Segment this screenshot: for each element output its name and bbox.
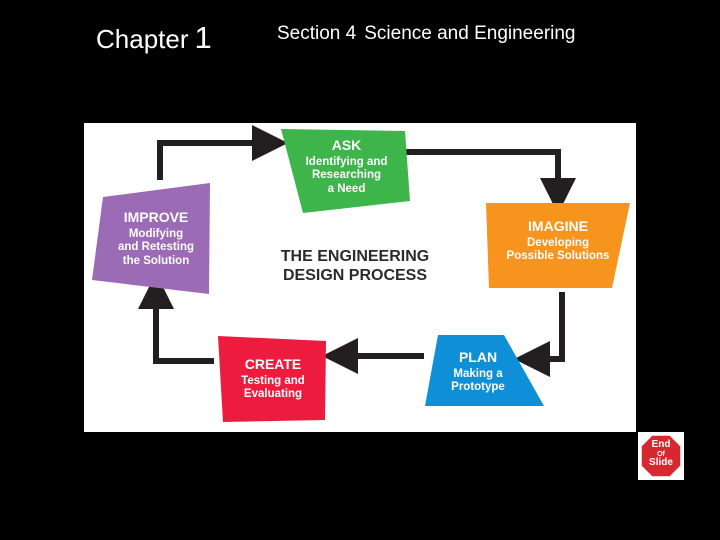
improve-desc-line3: the Solution xyxy=(122,254,190,267)
create-block xyxy=(218,336,326,422)
arrow-create-to-improve xyxy=(138,273,214,364)
end-of-slide-line1: End xyxy=(651,439,671,450)
diagram-title-line2: DESIGN PROCESS xyxy=(282,267,428,285)
create-title: CREATE xyxy=(244,356,302,372)
imagine-desc-line1: Developing xyxy=(527,237,589,250)
end-of-slide-label: End Of Slide xyxy=(638,439,684,468)
end-of-slide-line3: Slide xyxy=(649,456,673,468)
ask-desc-line1: Identifying and xyxy=(305,156,388,169)
plan-step: PLAN Making a Prototype xyxy=(434,349,522,395)
imagine-block xyxy=(486,203,630,288)
create-desc-line1: Testing and xyxy=(241,375,305,388)
end-of-slide-line2: Of xyxy=(657,450,665,458)
ask-desc-line2: Researching xyxy=(311,169,382,182)
ask-step: ASK Identifying and Researching a Need xyxy=(289,137,404,196)
create-desc-line2: Evaluating xyxy=(243,388,303,401)
create-step: CREATE Testing and Evaluating xyxy=(224,356,322,402)
section-heading: Section 4 Science and Engineering xyxy=(277,23,576,45)
imagine-step: IMAGINE Developing Possible Solutions xyxy=(492,218,624,264)
diagram-graphic xyxy=(92,125,630,422)
end-of-slide-button[interactable]: End Of Slide xyxy=(638,432,684,480)
plan-desc-line2: Prototype xyxy=(451,381,505,394)
chapter-label: Chapter xyxy=(96,24,189,54)
plan-title: PLAN xyxy=(458,349,498,365)
stop-sign-icon xyxy=(640,434,682,478)
arrow-imagine-to-plan xyxy=(514,292,565,377)
diagram-title: THE ENGINEERING DESIGN PROCESS xyxy=(262,247,448,285)
arrow-ask-to-imagine xyxy=(404,149,576,214)
imagine-title: IMAGINE xyxy=(528,218,588,234)
arrow-improve-to-ask xyxy=(157,125,288,180)
engineering-design-process-diagram: ASK Identifying and Researching a Need I… xyxy=(84,123,636,432)
plan-block xyxy=(425,335,544,406)
imagine-desc-line2: Possible Solutions xyxy=(506,250,610,263)
improve-title: IMPROVE xyxy=(123,209,189,225)
plan-desc-line1: Making a xyxy=(453,368,503,381)
chapter-number: 1 xyxy=(194,20,212,55)
diagram-title-line1: THE ENGINEERING xyxy=(280,248,430,265)
improve-desc-line1: Modifying xyxy=(128,228,184,241)
section-number: Section 4 xyxy=(277,23,357,44)
improve-desc-line2: and Retesting xyxy=(117,241,195,254)
ask-title: ASK xyxy=(331,137,362,153)
improve-block xyxy=(92,183,210,294)
improve-step: IMPROVE Modifying and Retesting the Solu… xyxy=(104,209,208,268)
section-title: Science and Engineering xyxy=(364,23,576,44)
ask-desc-line3: a Need xyxy=(327,182,366,195)
ask-block xyxy=(281,129,410,213)
